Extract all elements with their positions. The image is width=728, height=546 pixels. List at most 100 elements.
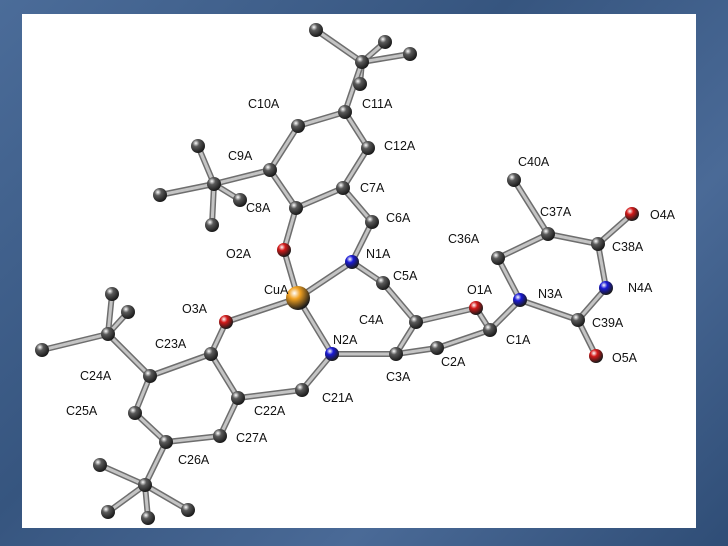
bond-highlight-tb4c-tb4e xyxy=(143,483,190,512)
atom-tb1e xyxy=(353,77,367,91)
bond-highlight-C7A-C8A xyxy=(294,186,345,210)
bond-highlight-tb4c-tb4b xyxy=(106,483,147,514)
atom-C23A xyxy=(204,347,218,361)
label-o1a: O1A xyxy=(467,283,493,297)
bond-highlight-tb1c-tb1a xyxy=(314,28,364,64)
label-c3a: C3A xyxy=(386,370,411,384)
atom-C22A xyxy=(231,391,245,405)
bond-highlight-C8A-O2A xyxy=(282,206,298,252)
atom-C12A xyxy=(361,141,375,155)
label-c7a: C7A xyxy=(360,181,385,195)
atom-O4A xyxy=(625,207,639,221)
bond-highlight-C12A-C7A xyxy=(341,146,370,190)
bond-highlight-C4A-O1A xyxy=(414,306,478,324)
label-c25a: C25A xyxy=(66,404,98,418)
atom-C38A xyxy=(591,237,605,251)
atom-N2A xyxy=(325,347,339,361)
label-c24a: C24A xyxy=(80,369,112,383)
label-c12a: C12A xyxy=(384,139,416,153)
label-cua: CuA xyxy=(264,283,289,297)
bond-highlight-C23A-C24A xyxy=(148,352,213,378)
atom-tb2c xyxy=(207,177,221,191)
bond-highlight-CuA-O3A xyxy=(224,296,300,324)
atom-C37A xyxy=(541,227,555,241)
bond-highlight-tb3c-tb3b xyxy=(40,332,110,352)
atom-tb1d xyxy=(403,47,417,61)
atom-C40A xyxy=(507,173,521,187)
bond-highlight-C37A-C40A xyxy=(512,178,550,236)
atom-tb4a xyxy=(93,458,107,472)
bond-highlight-C38A-N4A xyxy=(596,242,608,290)
label-c27a: C27A xyxy=(236,431,268,445)
bond-highlight-tb4c-tb4a xyxy=(98,463,147,487)
bond-highlight-C26A-C27A xyxy=(164,434,222,444)
atom-tb4e xyxy=(181,503,195,517)
label-n1a: N1A xyxy=(366,247,391,261)
bond-highlight-C39A-N3A xyxy=(518,298,580,322)
atom-tb3b xyxy=(35,343,49,357)
label-c11a: C11A xyxy=(362,97,393,111)
atom-tb3c xyxy=(101,327,115,341)
label-c4a: C4A xyxy=(359,313,384,327)
label-c40a: C40A xyxy=(518,155,550,169)
label-o5a: O5A xyxy=(612,351,638,365)
atom-C6A xyxy=(365,215,379,229)
label-c10a: C10A xyxy=(248,97,280,111)
atom-C36A xyxy=(491,251,505,265)
label-c38a: C38A xyxy=(612,240,644,254)
bond-highlight-C6A-N1A xyxy=(350,220,374,264)
label-o3a: O3A xyxy=(182,302,208,316)
bond-highlight-tb2c-tb2b xyxy=(158,182,216,197)
label-c9a: C9A xyxy=(228,149,253,163)
atom-C2A xyxy=(430,341,444,355)
atom-C3A xyxy=(389,347,403,361)
atom-N1A xyxy=(345,255,359,269)
bond-highlight-C1A-N3A xyxy=(488,298,522,332)
bond-highlight-tb1c-C11A xyxy=(343,60,364,114)
label-c36a: C36A xyxy=(448,232,480,246)
label-o4a: O4A xyxy=(650,208,676,222)
label-n3a: N3A xyxy=(538,287,563,301)
atom-C24A xyxy=(143,369,157,383)
atom-C27A xyxy=(213,429,227,443)
atom-tb2d xyxy=(205,218,219,232)
atom-C1A xyxy=(483,323,497,337)
label-c8a: C8A xyxy=(246,201,271,215)
bond-highlight-C1A-C2A xyxy=(435,328,492,350)
label-c2a: C2A xyxy=(441,355,466,369)
bond-highlight-C21A-N2A xyxy=(300,352,334,392)
atom-C25A xyxy=(128,406,142,420)
bond-highlight-C38A-O4A xyxy=(596,212,634,246)
label-c21a: C21A xyxy=(322,391,354,405)
bond-highlight-C9A-C8A xyxy=(268,168,298,210)
label-n4a: N4A xyxy=(628,281,653,295)
atom-C10A xyxy=(291,119,305,133)
atom-tb2e xyxy=(233,193,247,207)
atom-C11A xyxy=(338,105,352,119)
atom-tb1b xyxy=(378,35,392,49)
label-o2a: O2A xyxy=(226,247,252,261)
atom-tb2b xyxy=(153,188,167,202)
bond-highlight-N4A-C39A xyxy=(576,286,608,322)
atom-C7A xyxy=(336,181,350,195)
bond-highlight-C26A-tb4c xyxy=(143,440,168,487)
atom-O1A xyxy=(469,301,483,315)
label-n2a: N2A xyxy=(333,333,358,347)
atom-C21A xyxy=(295,383,309,397)
atom-tb3d xyxy=(121,305,135,319)
bond-highlight-C23A-C22A xyxy=(209,352,240,400)
bond-highlight-C5A-C4A xyxy=(381,281,418,324)
label-c1a: C1A xyxy=(506,333,531,347)
atom-C26A xyxy=(159,435,173,449)
atom-C5A xyxy=(376,276,390,290)
atom-tb3a xyxy=(105,287,119,301)
atom-tb2a xyxy=(191,139,205,153)
bond-highlight-C37A-C38A xyxy=(546,232,600,246)
bond-highlight-N3A-C36A xyxy=(496,256,522,302)
bond-highlight-C11A-C12A xyxy=(343,110,370,150)
bond-highlight-C10A-C9A xyxy=(268,124,300,172)
atom-tb4b xyxy=(101,505,115,519)
atom-C39A xyxy=(571,313,585,327)
atom-tb1a xyxy=(309,23,323,37)
atom-C9A xyxy=(263,163,277,177)
